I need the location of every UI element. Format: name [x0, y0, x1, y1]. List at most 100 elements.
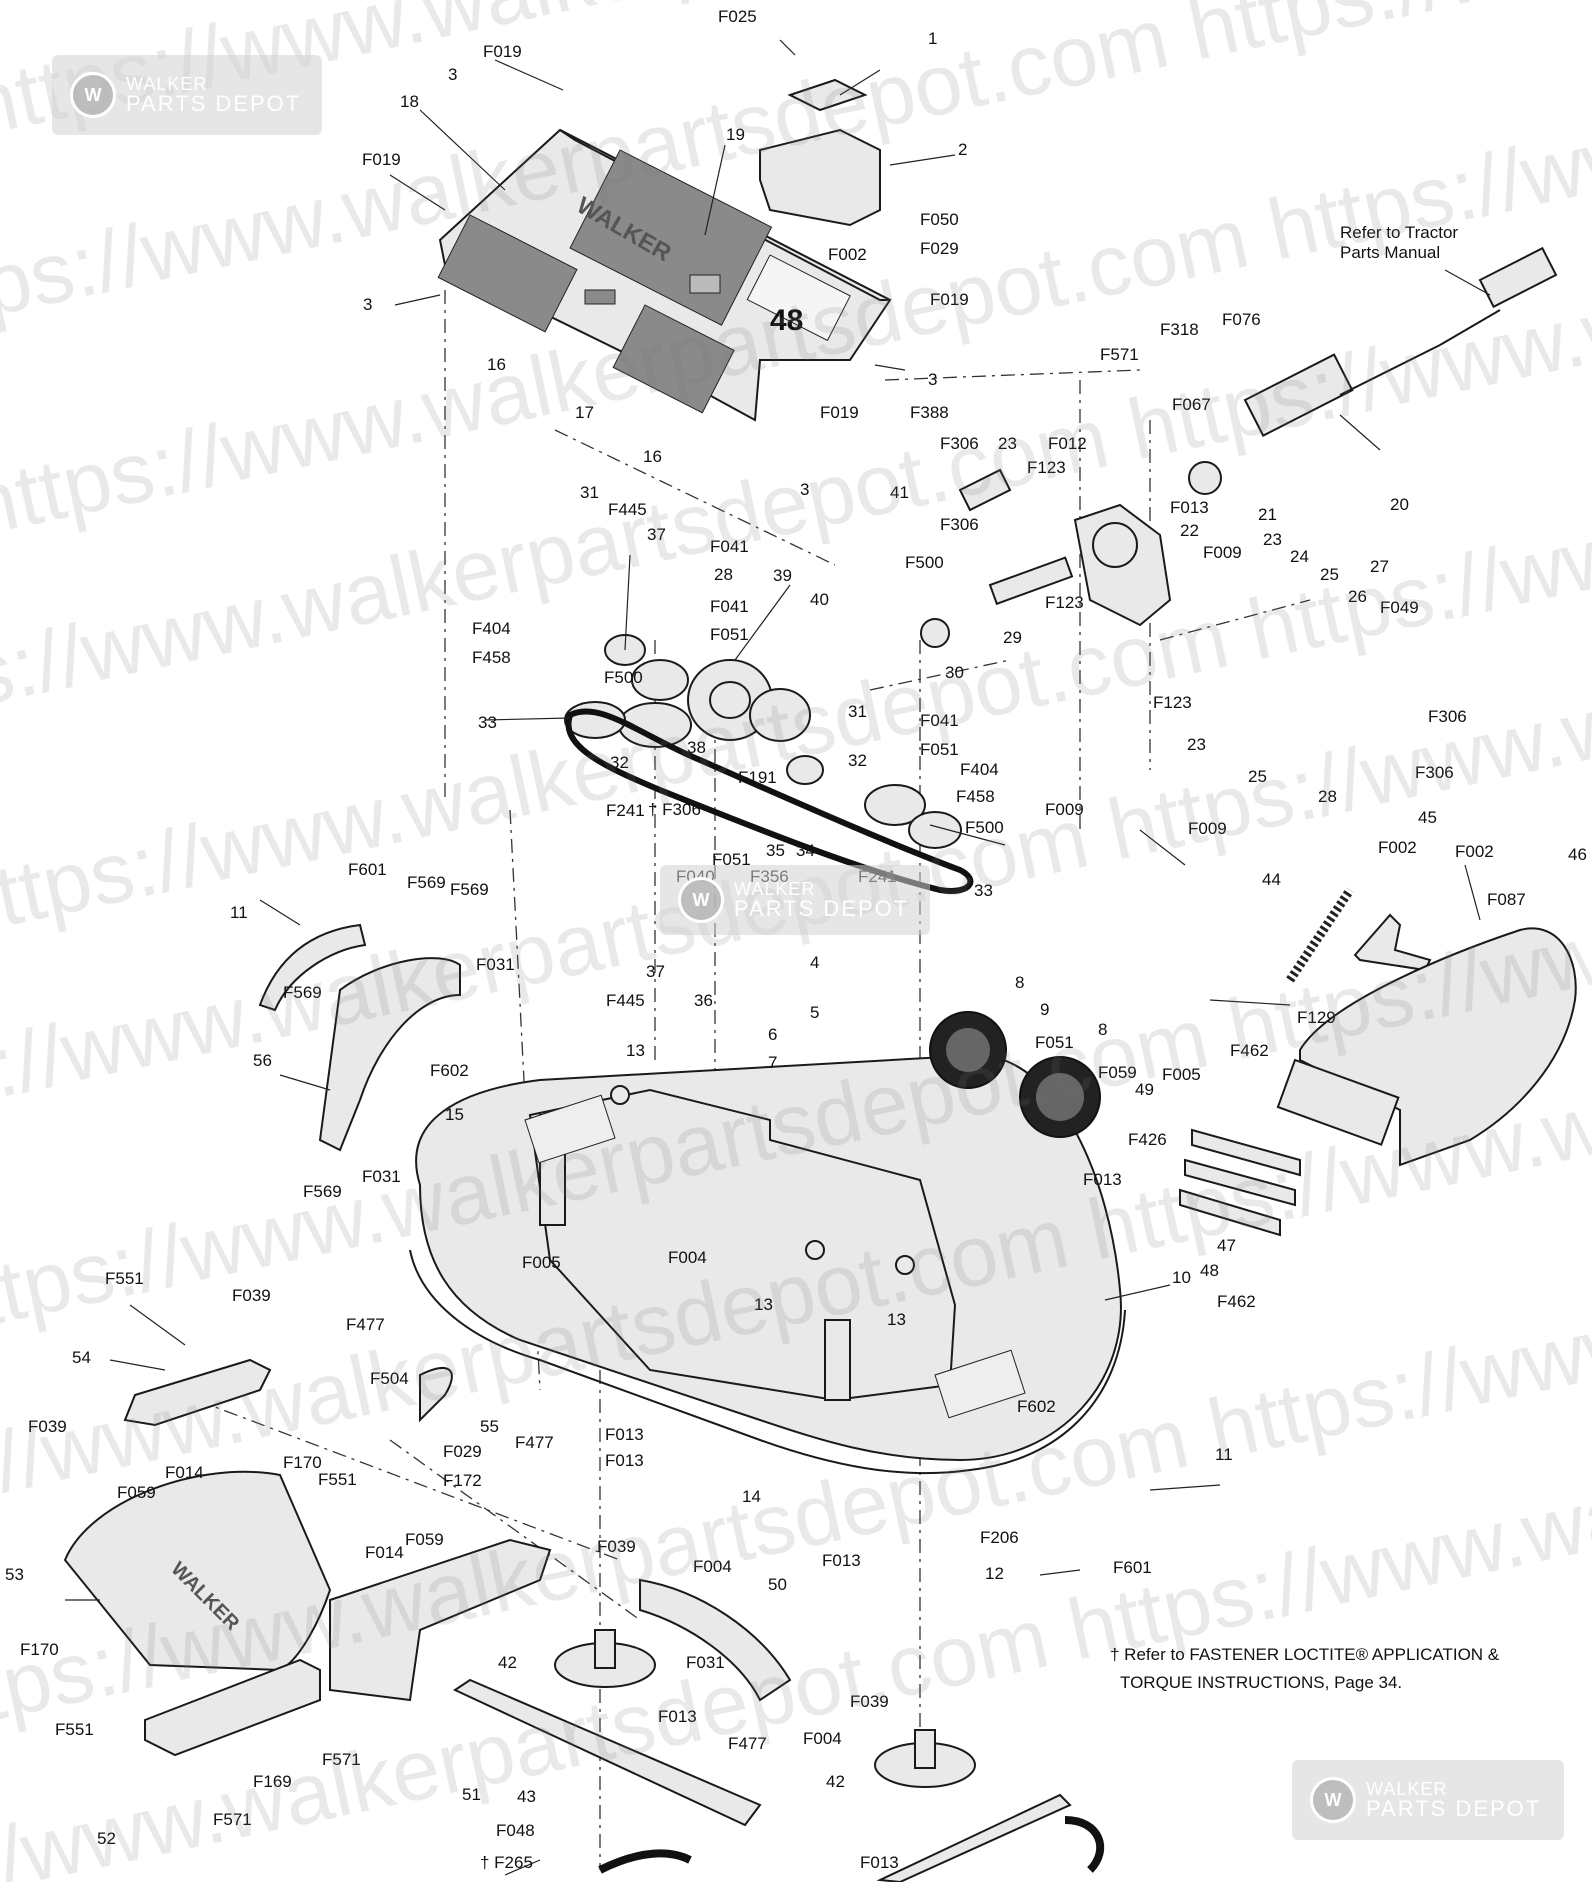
callout-c121: F462 [1230, 1041, 1269, 1060]
callout-c92: 7 [768, 1053, 777, 1072]
callout-c55: F445 [608, 500, 647, 519]
callout-c110: 9 [1040, 1000, 1049, 1019]
callout-c158: 50 [768, 1575, 787, 1594]
callout-c127: F462 [1217, 1292, 1256, 1311]
callout-c34: 22 [1180, 521, 1199, 540]
callout-c79: 34 [796, 841, 815, 860]
callout-c61: 40 [810, 590, 829, 609]
badge-line1: WALKER [734, 879, 816, 899]
callout-c86: 4 [810, 953, 819, 972]
callout-c155: F059 [405, 1530, 444, 1549]
callout-c65: F500 [604, 668, 643, 687]
callout-c119: F087 [1487, 890, 1526, 909]
callout-c98: F031 [476, 955, 515, 974]
callout-c152: F551 [318, 1470, 357, 1489]
gearbox-assembly [920, 246, 1558, 648]
callout-c42: 25 [1320, 565, 1339, 584]
callout-c12: F019 [930, 290, 969, 309]
callout-c116: 45 [1418, 808, 1437, 827]
callout-c156: F039 [597, 1537, 636, 1556]
callout-c56: 37 [647, 525, 666, 544]
callout-c73: 32 [848, 751, 867, 770]
callout-c7: 2 [958, 140, 967, 159]
callout-c174: F048 [496, 1821, 535, 1840]
callout-c104: 15 [445, 1105, 464, 1124]
callout-c103: 13 [626, 1041, 645, 1060]
callout-c148: 12 [985, 1564, 1004, 1583]
callout-c146: 11 [1215, 1445, 1233, 1464]
callout-c71: F051 [920, 740, 959, 759]
callout-c147: F206 [980, 1528, 1019, 1547]
callout-c72: F191 [738, 768, 777, 787]
callout-c149: F601 [1113, 1558, 1152, 1577]
hinge-plates [1179, 1128, 1301, 1237]
callout-c59: 39 [773, 566, 792, 585]
callout-c125: 47 [1217, 1236, 1236, 1255]
alignment-lines [169, 290, 1311, 1870]
callout-c37: F123 [1045, 593, 1084, 612]
callout-c139: F039 [28, 1417, 67, 1436]
callout-c105: F005 [522, 1253, 561, 1272]
callout-c153: 53 [5, 1565, 24, 1584]
callout-c145: F602 [1017, 1397, 1056, 1416]
callout-c85: 33 [974, 881, 993, 900]
callout-c41: 24 [1290, 547, 1309, 566]
callout-c58: 28 [714, 565, 733, 584]
callout-c33: 21 [1258, 505, 1277, 524]
callout-c134: F504 [370, 1369, 409, 1388]
pulley-belt-system [564, 634, 974, 894]
callout-c21: F318 [1160, 320, 1199, 339]
callout-c77: † F306 [648, 800, 701, 819]
callout-c36: 23 [1263, 530, 1282, 549]
callout-c163: F013 [658, 1707, 697, 1726]
callout-c130: F551 [105, 1269, 144, 1288]
badge-line2: PARTS DEPOT [1366, 1796, 1542, 1821]
callout-c68: 38 [687, 738, 706, 757]
callout-c16: 16 [643, 447, 662, 466]
discharge-chute [1276, 927, 1577, 1167]
callout-c19: 3 [800, 480, 809, 499]
callout-c102: F031 [362, 1167, 401, 1186]
callout-c28: F123 [1027, 458, 1066, 477]
callout-c135: 55 [480, 1417, 499, 1436]
callout-c5: 18 [400, 92, 419, 111]
callout-c6: 19 [726, 125, 745, 144]
badge-line2: PARTS DEPOT [734, 896, 910, 921]
callout-c57: F041 [710, 537, 749, 556]
callout-c22: F076 [1222, 310, 1261, 329]
callout-c109: 8 [1015, 973, 1024, 992]
callout-c154: F014 [365, 1543, 404, 1562]
callout-c63: F404 [472, 619, 511, 638]
callout-c81: F051 [712, 850, 751, 869]
callout-c164: F477 [728, 1734, 767, 1753]
callout-c64: F458 [472, 648, 511, 667]
callout-c96: F569 [450, 880, 489, 899]
left-baffles [258, 923, 461, 1423]
callout-c32: F013 [1170, 498, 1209, 517]
callout-c54: 31 [580, 483, 599, 502]
callout-c132: 54 [72, 1348, 91, 1367]
callout-c159: F170 [20, 1640, 59, 1659]
callout-c107: 13 [754, 1295, 773, 1314]
leader-lines [65, 39, 1491, 1876]
callout-c170: 52 [97, 1829, 116, 1848]
callout-c161: 42 [498, 1653, 517, 1672]
callout-c97: F569 [283, 983, 322, 1002]
callout-c43: 27 [1370, 557, 1389, 576]
callout-c3: F019 [483, 42, 522, 61]
callout-c95: F569 [407, 873, 446, 892]
callout-c87: 5 [810, 1003, 819, 1022]
callout-c25: F306 [940, 434, 979, 453]
gauge-wheels [929, 1011, 1101, 1138]
callout-c80: F500 [965, 818, 1004, 837]
callout-c94: F601 [348, 860, 387, 879]
callout-c99: F602 [430, 1061, 469, 1080]
callout-c1: F025 [718, 7, 757, 26]
badge-line1: WALKER [126, 74, 208, 94]
callout-c60: F041 [710, 597, 749, 616]
callout-c100: 56 [253, 1051, 272, 1070]
callout-labels: F0251F019318192F019F050F029F002F01931617… [5, 7, 1587, 1872]
callout-c90: 36 [694, 991, 713, 1010]
